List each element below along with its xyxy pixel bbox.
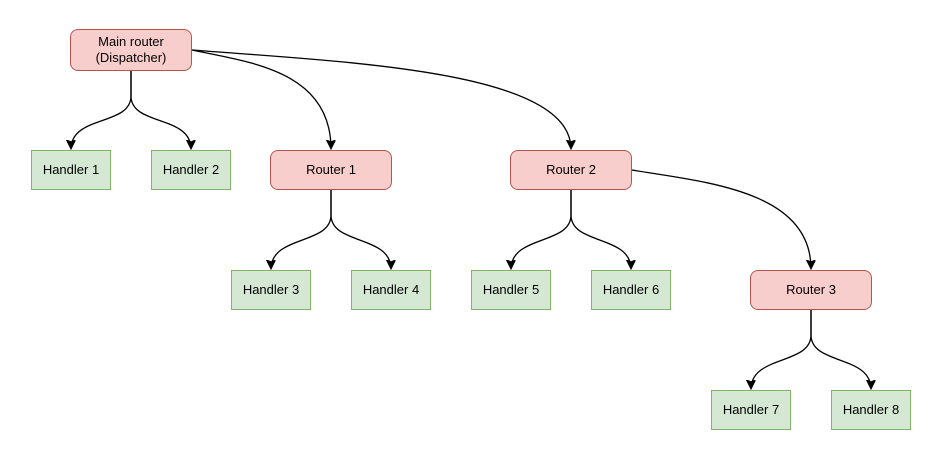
node-handler-6-label: Handler 6 — [602, 282, 660, 297]
node-router-2-label: Router 2 — [546, 162, 596, 177]
node-handler-1: Handler 1 — [31, 150, 111, 190]
node-main-router: Main router (Dispatcher) — [70, 29, 192, 71]
node-handler-5: Handler 5 — [471, 270, 551, 310]
node-handler-2: Handler 2 — [151, 150, 231, 190]
edge-main-router-to-router-2 — [191, 49, 571, 149]
node-router-1-label: Router 1 — [306, 162, 356, 177]
node-handler-4-label: Handler 4 — [362, 282, 420, 297]
edge-router-2-to-handler-5 — [511, 190, 572, 269]
node-handler-3-label: Handler 3 — [242, 282, 300, 297]
node-handler-1-label: Handler 1 — [42, 162, 100, 177]
node-handler-5-label: Handler 5 — [482, 282, 540, 297]
node-handler-2-label: Handler 2 — [162, 162, 220, 177]
node-handler-6: Handler 6 — [591, 270, 671, 310]
node-router-3: Router 3 — [750, 270, 872, 310]
edge-router-3-to-handler-7 — [751, 310, 812, 389]
node-handler-7-label: Handler 7 — [722, 402, 780, 417]
node-router-1: Router 1 — [270, 150, 392, 190]
node-handler-8: Handler 8 — [831, 390, 911, 430]
edge-router-1-to-handler-3 — [271, 190, 332, 269]
edge-main-router-to-router-1 — [191, 49, 331, 149]
node-handler-3: Handler 3 — [231, 270, 311, 310]
node-router-3-label: Router 3 — [786, 282, 836, 297]
node-main-router-label: Main router (Dispatcher) — [95, 34, 167, 65]
node-handler-7: Handler 7 — [711, 390, 791, 430]
edge-router-1-to-handler-4 — [330, 190, 391, 269]
node-handler-4: Handler 4 — [351, 270, 431, 310]
edge-router-3-to-handler-8 — [810, 310, 871, 389]
node-router-2: Router 2 — [510, 150, 632, 190]
edge-main-router-to-handler-1 — [71, 71, 132, 149]
edge-main-router-to-handler-2 — [130, 71, 191, 149]
edge-router-2-to-handler-6 — [570, 190, 631, 269]
edge-router-2-to-router-3 — [631, 169, 811, 269]
node-handler-8-label: Handler 8 — [842, 402, 900, 417]
